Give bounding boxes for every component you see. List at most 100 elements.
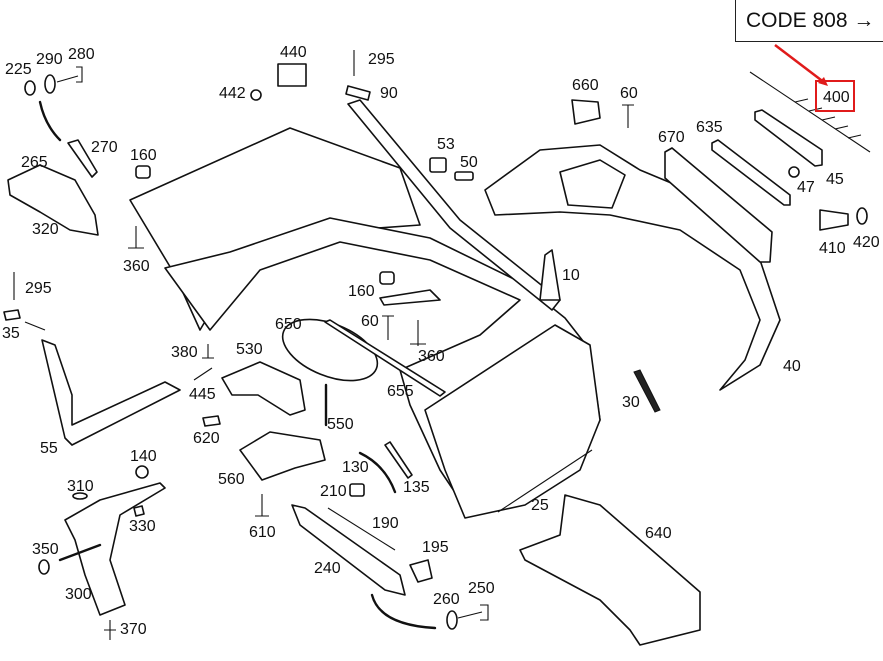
arrow-right-icon: → — [853, 9, 875, 32]
part-label-380: 380 — [171, 344, 198, 361]
trim-130 — [358, 451, 397, 494]
part-label-90: 90 — [380, 85, 398, 102]
clip-60b — [382, 315, 394, 340]
part-label-270: 270 — [91, 139, 118, 156]
part-label-660: 660 — [572, 77, 599, 94]
part-label-635: 635 — [696, 119, 723, 136]
part-label-30: 30 — [622, 394, 640, 411]
part-label-330: 330 — [129, 518, 156, 535]
washer-350 — [38, 559, 50, 575]
part-label-370: 370 — [120, 621, 147, 638]
part-label-320: 320 — [32, 221, 59, 238]
part-label-260: 260 — [433, 591, 460, 608]
part-label-670: 670 — [658, 129, 685, 146]
part-label-360-center: 360 — [418, 348, 445, 365]
bolt-250 — [457, 604, 489, 621]
part-label-160: 160 — [130, 147, 157, 164]
part-label-195: 195 — [422, 539, 449, 556]
part-label-210: 210 — [320, 483, 347, 500]
part-label-560: 560 — [218, 471, 245, 488]
code-callout-label: CODE 808 → — [746, 9, 874, 33]
callout-arrow — [774, 44, 826, 84]
grille-670 — [664, 147, 773, 263]
bracket-45 — [754, 109, 823, 167]
part-label-530: 530 — [236, 341, 263, 358]
strip-25 — [497, 449, 593, 513]
bracket-300 — [64, 482, 166, 616]
sensor-440 — [277, 63, 307, 87]
part-label-40: 40 — [783, 358, 801, 375]
rod-190 — [327, 507, 396, 551]
sensor-line-400 — [749, 71, 871, 153]
bumper-face — [424, 324, 601, 519]
arrow-225-270 — [38, 100, 62, 142]
part-label-280: 280 — [68, 46, 95, 63]
part-label-250: 250 — [468, 580, 495, 597]
part-label-440: 440 — [280, 44, 307, 61]
part-label-445: 445 — [189, 386, 216, 403]
part-label-47: 47 — [797, 179, 815, 196]
clip-160b — [379, 271, 395, 285]
part-label-295-left: 295 — [25, 280, 52, 297]
bracket-270 — [67, 139, 98, 178]
part-label-60: 60 — [620, 85, 638, 102]
grommet-140 — [135, 465, 149, 479]
part-label-160-center: 160 — [348, 283, 375, 300]
part-label-45: 45 — [826, 171, 844, 188]
part-label-420: 420 — [853, 234, 880, 251]
screw-370 — [104, 620, 116, 640]
part-label-655: 655 — [387, 383, 414, 400]
screw-610 — [255, 494, 269, 517]
rivet-445 — [193, 367, 213, 381]
highlighted-part-box: 400 — [815, 80, 855, 112]
part-label-290: 290 — [36, 51, 63, 68]
part-label-225: 225 — [5, 61, 32, 78]
part-label-35: 35 — [2, 325, 20, 342]
part-label-135: 135 — [403, 479, 430, 496]
arrow-240 — [370, 593, 437, 630]
nut-330 — [133, 505, 145, 517]
screw-442 — [250, 89, 262, 101]
clip-660 — [571, 99, 601, 125]
ring-420 — [856, 207, 868, 225]
washer-310 — [72, 492, 88, 500]
trim-30 — [633, 369, 661, 413]
part-label-442: 442 — [219, 85, 246, 102]
part-label-360: 360 — [123, 258, 150, 275]
diffuser-640 — [519, 494, 701, 646]
part-label-50: 50 — [460, 154, 478, 171]
washer-225 — [24, 80, 36, 96]
clip-60 — [622, 104, 634, 128]
screw-360b — [410, 320, 426, 346]
bracket-320 — [7, 164, 99, 236]
bolt-280 — [56, 66, 83, 83]
screw-47 — [788, 166, 800, 178]
grille-635 — [711, 139, 791, 206]
screw-380 — [202, 344, 214, 359]
nut-620 — [202, 415, 221, 427]
part-label-190: 190 — [372, 515, 399, 532]
part-label-140: 140 — [130, 448, 157, 465]
clip-195 — [409, 559, 433, 583]
trim-135 — [384, 441, 413, 479]
part-label-410: 410 — [819, 240, 846, 257]
clip-160a — [135, 165, 151, 179]
part-label-55: 55 — [40, 440, 58, 457]
code-callout-box: CODE 808 → — [735, 0, 883, 42]
part-label-53: 53 — [437, 136, 455, 153]
clip-53 — [429, 157, 447, 173]
side-panel-55 — [41, 339, 181, 446]
exhaust-opening-right — [559, 159, 626, 209]
strip-655 — [324, 319, 446, 397]
part-label-295: 295 — [368, 51, 395, 68]
plate-90 — [345, 85, 371, 101]
bracket-240 — [291, 504, 406, 596]
bracket-160 — [379, 289, 441, 306]
side-trim-10 — [539, 249, 561, 301]
part-label-10: 10 — [562, 267, 580, 284]
part-label-300: 300 — [65, 586, 92, 603]
code-label-text: CODE 808 — [746, 9, 848, 32]
clip-210 — [349, 483, 365, 497]
part-label-350: 350 — [32, 541, 59, 558]
